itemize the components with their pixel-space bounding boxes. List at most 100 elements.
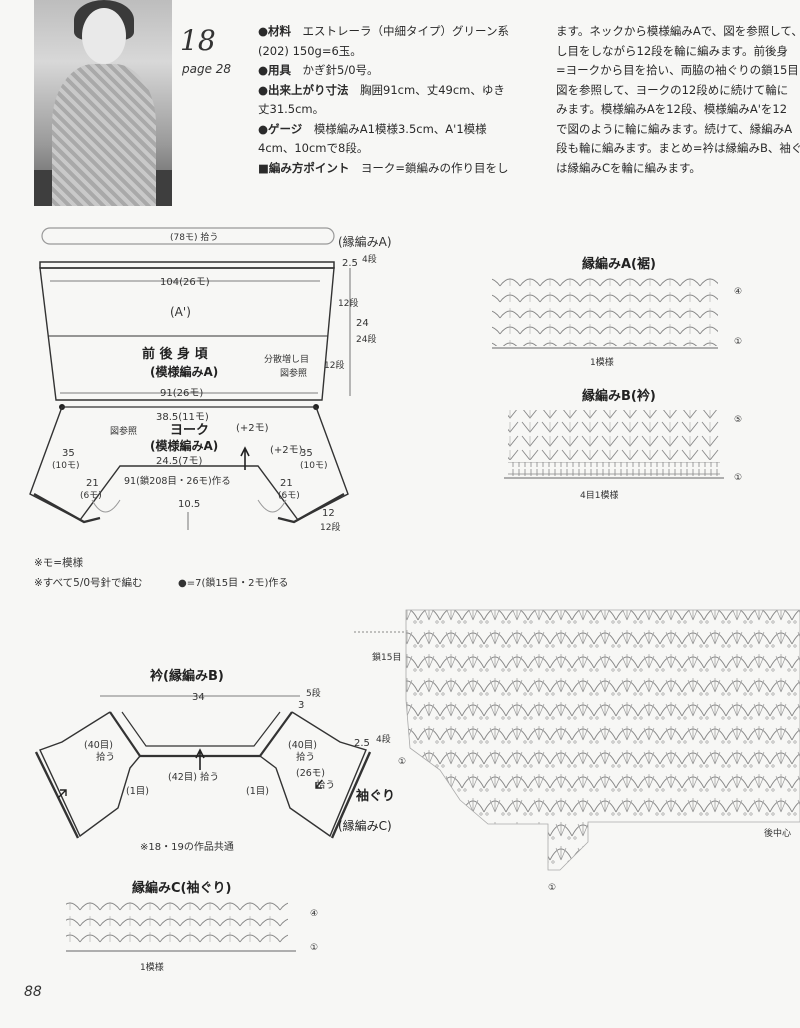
edge-a-row-bottom: ① bbox=[734, 337, 742, 347]
big-lace-chart: 鎖15目 後中心 ① ① bbox=[354, 609, 800, 893]
rows-12c: 12段 bbox=[320, 521, 340, 533]
size-text: 胸囲91cm、丈49cm、ゆき bbox=[360, 82, 505, 97]
instruction-line: みます。模様編みAを12段、模様編みA'を12 bbox=[556, 102, 788, 116]
sleeve-edge-right bbox=[277, 492, 345, 524]
photo-head bbox=[82, 8, 126, 64]
width-34: 34 bbox=[192, 692, 205, 703]
width-104: 104(26モ) bbox=[160, 277, 210, 288]
sleeve-pattern: (縁編みC) bbox=[338, 818, 392, 833]
big-row-one-a: ① bbox=[398, 757, 406, 767]
edge-a-stitches bbox=[492, 278, 718, 346]
mo-10b: (10モ) bbox=[300, 461, 327, 471]
note-hook: ※すべて5/0号針で編む bbox=[34, 576, 143, 589]
pick-40a: (40目) bbox=[84, 740, 113, 751]
a-prime-label: (A') bbox=[170, 305, 191, 319]
cuff-left bbox=[91, 499, 121, 513]
edge-a-label: (縁編みA) bbox=[338, 234, 392, 249]
dec-note1: 分散増し目 bbox=[264, 353, 309, 365]
mo-10a: (10モ) bbox=[52, 461, 79, 471]
yoke-pattern: (模様編みA) bbox=[150, 438, 218, 453]
rows-12b: 12段 bbox=[324, 359, 344, 371]
width-38-5: 38.5(11モ) bbox=[156, 412, 209, 423]
armhole-right bbox=[259, 711, 367, 838]
tools-text: かぎ針5/0号。 bbox=[302, 63, 379, 77]
one-b: (1目) bbox=[246, 786, 269, 797]
instruction-line: で図のように輪に編みます。続けて、縁編みA bbox=[556, 121, 793, 136]
left-arrow bbox=[57, 789, 67, 799]
instruction-line: 段も輪に編みます。まとめ=衿は縁編みB、袖ぐ bbox=[556, 141, 800, 155]
points-text: ヨーク=鎖編みの作り目をし bbox=[360, 160, 509, 175]
edge-c-title: 縁編みC(袖ぐり) bbox=[132, 880, 231, 896]
note-mo: ※モ=模様 bbox=[34, 556, 84, 569]
edge-c-stitches bbox=[66, 902, 288, 948]
body-pattern: (模様編みA) bbox=[150, 364, 218, 379]
size-line: ●出来上がり寸法 胸囲91cm、丈49cm、ゆき bbox=[258, 81, 524, 101]
sleeve-edge-left bbox=[33, 492, 101, 524]
page-reference: page 28 bbox=[182, 62, 232, 76]
dim-12: 12 bbox=[322, 508, 335, 519]
edge-c-repeat: 1模様 bbox=[140, 961, 164, 973]
pick-label-a: 拾う bbox=[96, 751, 115, 763]
up-arrow bbox=[240, 446, 250, 470]
points-line: ■編み方ポイント ヨーク=鎖編みの作り目をし bbox=[258, 159, 524, 179]
collar-title: 衿(縁編みB) bbox=[150, 668, 224, 684]
edge-b-row-bottom: ① bbox=[734, 473, 742, 483]
dim-3: 3 bbox=[298, 700, 304, 711]
materials-label: ●材料 bbox=[258, 24, 292, 38]
photo-body bbox=[52, 64, 156, 206]
body-diagram: (78モ) 拾う (縁編みA) 104(26モ) 2.5 4段 (A') 12段… bbox=[29, 227, 392, 533]
edge-b-chart: 縁編みB(衿) ⑤ ① 4目1模様 bbox=[504, 388, 742, 501]
pattern-number: 18 bbox=[180, 24, 216, 57]
dim-35b: 35 bbox=[300, 448, 313, 459]
edge-a-row-top: ④ bbox=[734, 287, 742, 297]
dim-21b: 21 bbox=[280, 478, 293, 489]
mo-6a: (6モ) bbox=[80, 491, 102, 501]
instruction-line: し目をしながら12段を輪に編みます。前後身 bbox=[556, 43, 788, 58]
pick-42: (42目) 拾う bbox=[168, 771, 219, 783]
gauge-label: ●ゲージ bbox=[258, 121, 303, 136]
common-note: ※18・19の作品共通 bbox=[140, 841, 234, 853]
rows-24: 24段 bbox=[356, 333, 376, 345]
mo-6b: (6モ) bbox=[278, 491, 300, 501]
sleeve-band-left bbox=[34, 751, 80, 839]
width-24-5: 24.5(7モ) bbox=[156, 456, 203, 467]
tools-label: ●用具 bbox=[258, 63, 292, 77]
specs-column: ●材料 エストレーラ（中細タイプ）グリーン系 (202) 150g=6玉。 ●用… bbox=[258, 22, 524, 178]
big-row-one-b: ① bbox=[548, 883, 556, 893]
hem-edge bbox=[39, 261, 335, 269]
yoke-outline bbox=[29, 406, 349, 521]
edge-b-repeat: 4目1模様 bbox=[580, 489, 618, 501]
instruction-line: 図を参照して、ヨークの12段めに続けて輪に bbox=[556, 82, 789, 97]
points-label: ■編み方ポイント bbox=[258, 160, 350, 175]
dim-35a: 35 bbox=[62, 448, 75, 459]
center-label: 後中心 bbox=[764, 827, 791, 839]
chain-label: 鎖15目 bbox=[372, 651, 401, 663]
plus2a: (+2モ) bbox=[236, 423, 269, 434]
yoke-title: ヨーク bbox=[170, 423, 209, 438]
instructions-column: ます。ネックから模様編みAで、図を参照して、 し目をしながら12段を輪に編みます… bbox=[556, 22, 800, 178]
armhole-left bbox=[39, 711, 141, 838]
dim-24: 24 bbox=[356, 318, 369, 329]
top-pickup-band bbox=[41, 227, 335, 245]
one-a: (1目) bbox=[126, 786, 149, 797]
gauge-text: 模様編みA1模様3.5cm、A'1模様 bbox=[313, 121, 487, 136]
collar-diagram: 衿(縁編みB) 34 3 5段 (40目) 拾う (40目) 拾う 2.5 4段… bbox=[34, 668, 395, 853]
rows-4: 4段 bbox=[362, 253, 377, 265]
edge-b-title: 縁編みB(衿) bbox=[582, 388, 656, 404]
width-91: 91(26モ) bbox=[160, 388, 203, 399]
pick-40b: (40目) bbox=[288, 740, 317, 751]
materials-text: エストレーラ（中細タイプ）グリーン系 bbox=[302, 24, 509, 38]
rows-5: 5段 bbox=[306, 687, 321, 699]
size-label: ●出来上がり寸法 bbox=[258, 82, 349, 97]
materials-line: ●材料 エストレーラ（中細タイプ）グリーン系 bbox=[258, 22, 524, 42]
collar-dim-2-5: 2.5 bbox=[354, 738, 370, 749]
edge-c-row-top: ④ bbox=[310, 909, 318, 919]
see-fig: 図参照 bbox=[110, 425, 137, 437]
edge-a-title: 縁編みA(裾) bbox=[582, 256, 656, 272]
tools-line: ●用具 かぎ針5/0号。 bbox=[258, 61, 524, 81]
sleeve-band-right bbox=[330, 751, 372, 839]
cast-on-label: 91(鎖208目・26モ)作る bbox=[124, 475, 231, 487]
collar-rows-4: 4段 bbox=[376, 733, 391, 745]
cuff-right bbox=[257, 499, 287, 513]
